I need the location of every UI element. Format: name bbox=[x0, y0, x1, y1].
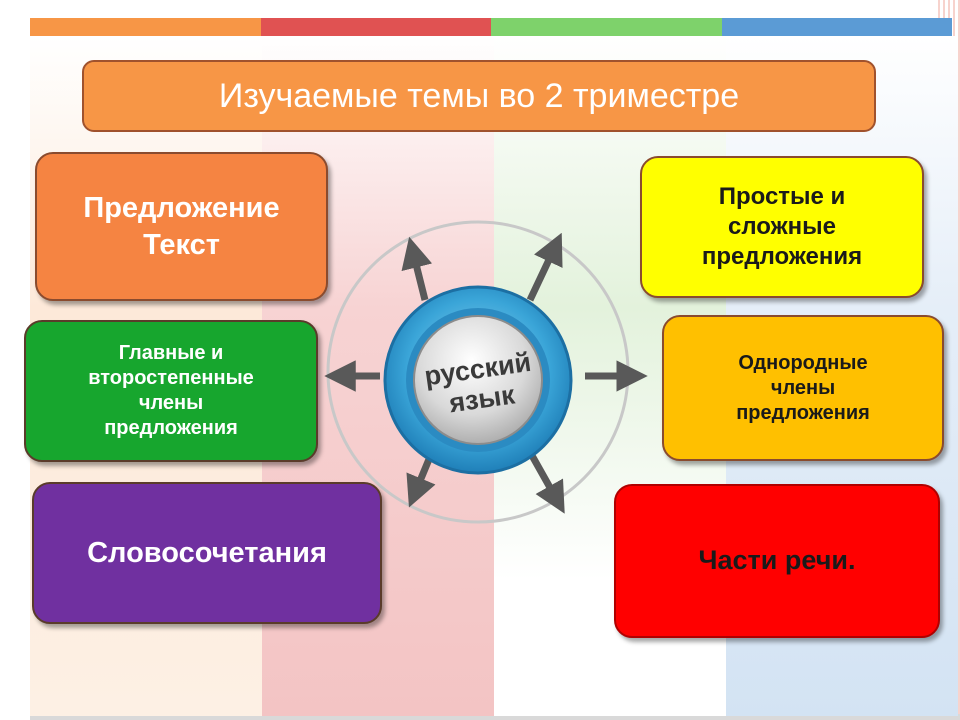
topic-phrases-label: Словосочетания bbox=[87, 536, 327, 569]
top-bar-red bbox=[260, 18, 491, 36]
slide-title: Изучаемые темы во 2 триместре bbox=[82, 60, 876, 132]
top-bar-blue bbox=[721, 18, 952, 36]
topic-simple-complex-line-3: предложения bbox=[701, 243, 863, 270]
topic-homogeneous-line-1: Однородные bbox=[738, 351, 868, 374]
top-bar-orange bbox=[30, 18, 261, 36]
top-color-bar bbox=[30, 18, 952, 36]
topic-homogeneous-line-3: предложения bbox=[736, 401, 870, 424]
topic-members-line-3: члены bbox=[138, 392, 204, 414]
topic-sentence-text: Предложение Текст bbox=[35, 152, 328, 301]
slide-frame-bottom bbox=[30, 714, 960, 720]
topic-simple-complex-line-2: сложные bbox=[728, 213, 836, 240]
topic-sentence-text-line-1: Предложение bbox=[83, 192, 280, 225]
arrow-icon bbox=[526, 450, 565, 514]
topic-simple-complex-line-1: Простые и bbox=[718, 183, 846, 210]
topic-parts-of-speech: Части речи. bbox=[614, 484, 940, 638]
topic-homogeneous-line-2: члены bbox=[770, 376, 836, 399]
topic-sentence-text-line-2: Текст bbox=[143, 228, 220, 261]
topic-homogeneous-members: Однородные члены предложения bbox=[662, 315, 944, 461]
topic-members-line-1: Главные и bbox=[118, 342, 224, 364]
arrow-icon bbox=[401, 236, 433, 301]
topic-sentence-members: Главные и второстепенные члены предложен… bbox=[24, 320, 318, 462]
hub-core bbox=[413, 315, 543, 445]
topic-phrases: Словосочетания bbox=[32, 482, 382, 624]
top-bar-green bbox=[491, 18, 722, 36]
hub-label-line-2: язык bbox=[447, 379, 517, 419]
arrow-icon bbox=[526, 232, 563, 302]
topic-parts-of-speech-label: Части речи. bbox=[698, 545, 856, 576]
topic-members-line-4: предложения bbox=[104, 417, 238, 439]
arrow-icon bbox=[324, 232, 648, 514]
topic-simple-complex-sentences: Простые и сложные предложения bbox=[640, 156, 924, 298]
topic-members-line-2: второстепенные bbox=[88, 367, 254, 389]
